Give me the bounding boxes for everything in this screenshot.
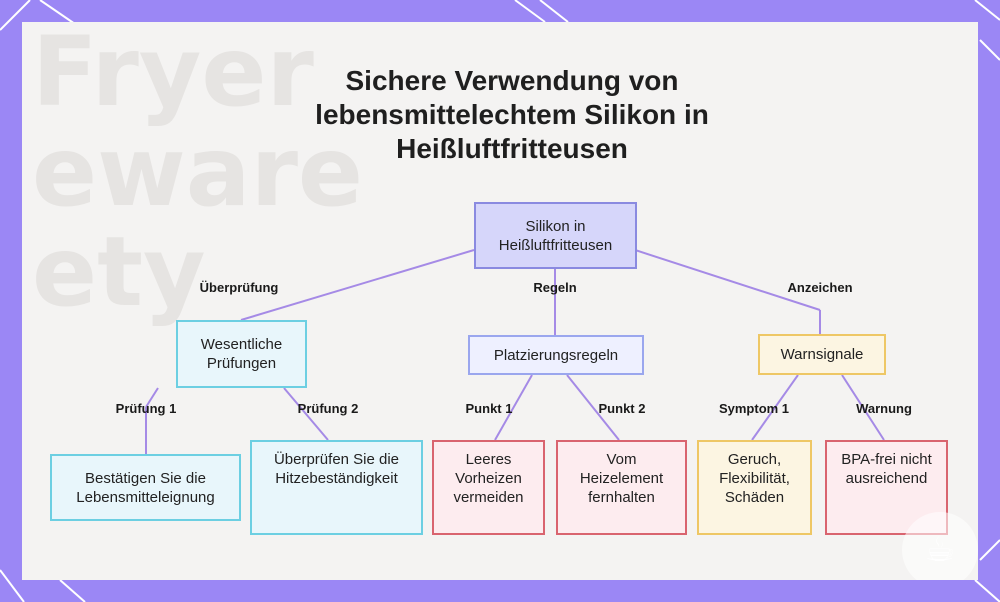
node-leaf-heat-resistance: Überprüfen Sie die Hitzebeständigkeit [250,440,423,535]
node-leaf-symptoms: Geruch, Flexibilität, Schäden [697,440,812,535]
edge-label-leaf3: Punkt 1 [465,401,513,416]
coffee-cup-icon: ☕ [902,512,978,580]
node-placement: Platzierungsregeln [468,335,644,375]
node-checks: Wesentliche Prüfungen [176,320,307,388]
edge-label-leaf5: Symptom 1 [718,401,790,416]
edge-label-warnings: Anzeichen [787,280,853,295]
node-warnings: Warnsignale [758,334,886,375]
node-leaf-empty-preheat: Leeres Vorheizen vermeiden [432,440,545,535]
edge-label-placement: Regeln [533,280,577,295]
edge-label-leaf6: Warnung [856,401,912,416]
edge-label-leaf2: Prüfung 2 [297,401,359,416]
diagram-card: Fryer eware ety Sichere Verwendung von l… [22,22,978,580]
page-title: Sichere Verwendung von lebensmittelechte… [315,65,709,164]
node-leaf-heating-element: Vom Heizelement fernhalten [556,440,687,535]
edge-label-leaf4: Punkt 2 [598,401,646,416]
node-root: Silikon in Heißluftfritteusen [474,202,637,269]
diagram-edges [145,249,885,454]
edge-label-checks: Überprüfung [199,280,279,295]
edge-label-leaf1: Prüfung 1 [115,401,177,416]
background-watermark: Fryer eware ety [32,22,364,328]
node-leaf-food-safe: Bestätigen Sie die Lebensmitteleignung [50,454,241,521]
